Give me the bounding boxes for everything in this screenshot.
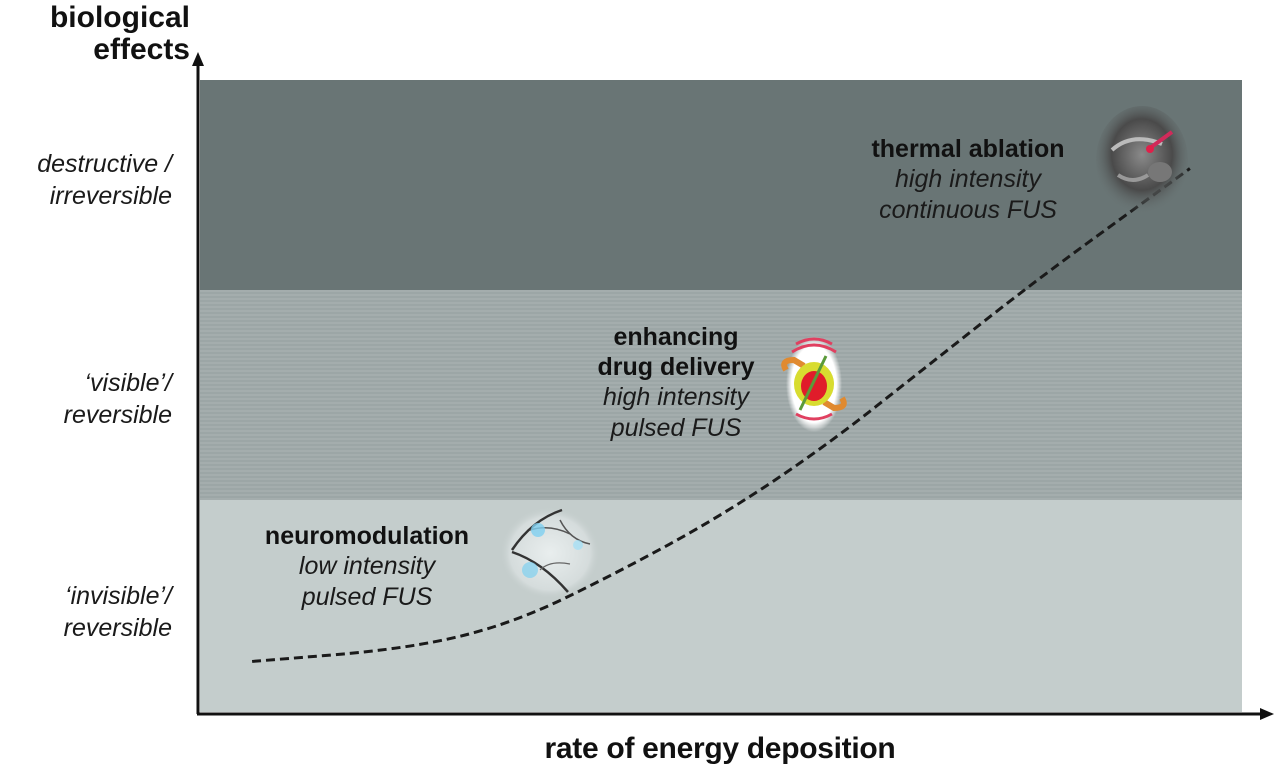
band-label-line: destructive / xyxy=(37,150,172,178)
energy-effect-curve xyxy=(251,167,1191,663)
band-invisible xyxy=(200,500,1242,712)
annotation-title: drug delivery xyxy=(597,353,755,381)
x-axis-arrow-icon xyxy=(1260,708,1274,720)
annotation-title: enhancing xyxy=(613,323,739,351)
annotation-neuromodulation: neuromodulation low intensity pulsed FUS xyxy=(232,521,502,613)
band-label-line: irreversible xyxy=(49,182,172,210)
annotation-title: neuromodulation xyxy=(264,522,470,550)
annotation-subtitle: low intensity xyxy=(298,552,436,580)
band-label-line: ‘invisible’/ xyxy=(65,582,172,610)
neuron-icon xyxy=(500,507,600,599)
annotation-subtitle: continuous FUS xyxy=(879,196,1057,224)
band-label-invisible: ‘invisible’/ reversible xyxy=(0,580,172,644)
annotation-subtitle: pulsed FUS xyxy=(610,414,742,442)
x-axis-title: rate of energy deposition xyxy=(198,732,1242,766)
annotation-subtitle: high intensity xyxy=(895,165,1041,193)
y-axis-arrow-icon xyxy=(192,52,204,66)
annotation-subtitle: high intensity xyxy=(603,383,749,411)
band-label-destructive: destructive / irreversible xyxy=(0,148,172,212)
band-label-visible: ‘visible’/ reversible xyxy=(0,367,172,431)
band-visible xyxy=(200,290,1242,500)
annotation-subtitle: pulsed FUS xyxy=(301,583,433,611)
x-axis-title-text: rate of energy deposition xyxy=(544,732,896,765)
band-destructive xyxy=(200,80,1242,290)
blood-vessel-icon xyxy=(781,336,847,432)
brain-mri-icon xyxy=(1096,106,1188,214)
band-label-line: reversible xyxy=(63,401,172,429)
annotation-drug-delivery: enhancing drug delivery high intensity p… xyxy=(560,322,792,444)
y-axis-title-text: biological effects xyxy=(49,1,190,66)
band-label-line: reversible xyxy=(63,614,172,642)
y-axis-title: biological effects xyxy=(40,2,190,66)
annotation-title: thermal ablation xyxy=(871,135,1065,163)
annotation-thermal-ablation: thermal ablation high intensity continuo… xyxy=(838,134,1098,226)
band-label-line: ‘visible’/ xyxy=(84,369,172,397)
